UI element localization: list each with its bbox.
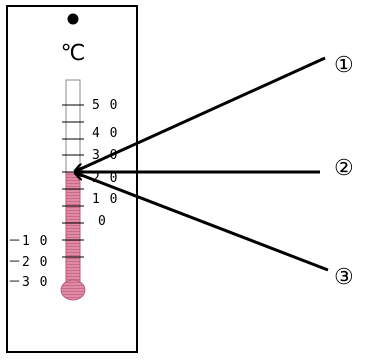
scale-label: 1 0	[92, 192, 118, 207]
marker-3: ③	[334, 265, 354, 290]
scale-label: －3 0	[8, 275, 48, 290]
marker-1: ①	[334, 53, 354, 78]
scale-label: －1 0	[8, 234, 48, 249]
arrow-3	[76, 173, 329, 272]
arrow-1	[76, 56, 326, 171]
scale-label: 0	[98, 214, 107, 229]
hanging-hole	[67, 13, 79, 25]
marker-2: ②	[334, 156, 354, 181]
unit-label: ℃	[61, 41, 86, 66]
scale-label: 4 0	[92, 126, 118, 141]
scale-label: 5 0	[92, 98, 118, 113]
scale-label: －2 0	[8, 255, 48, 270]
scale-labels-left: －1 0 －2 0 －3 0	[8, 234, 48, 290]
thermometer-bulb	[60, 279, 86, 301]
scale-ticks	[62, 104, 84, 258]
